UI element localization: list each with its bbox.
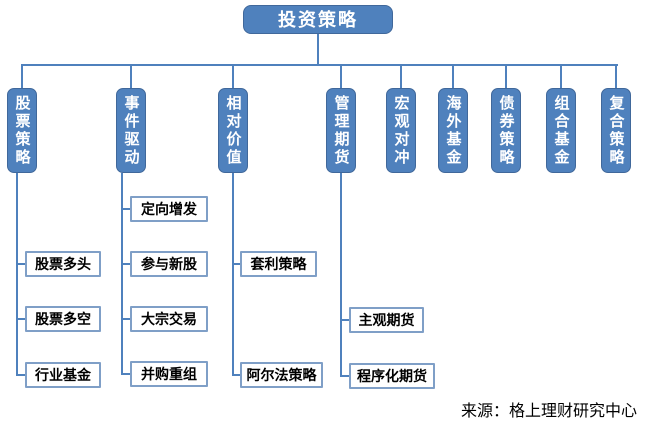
connector-elbow-col2-r2	[121, 263, 131, 265]
connector-elbow-col2-r4	[121, 373, 131, 375]
category-node-fund-of-funds: 组合基金	[546, 88, 576, 173]
connector-stub-col1	[21, 64, 23, 88]
leaf-node-private-placement: 定向增发	[130, 196, 208, 222]
leaf-node-merger-restructuring: 并购重组	[130, 361, 208, 387]
connector-trunk-col3	[232, 173, 234, 376]
root-node-investment-strategy: 投资策略	[243, 5, 393, 34]
category-node-managed-futures: 管理期货	[326, 88, 356, 173]
connector-elbow-col1-r1	[16, 263, 26, 265]
connector-trunk-col2	[121, 173, 123, 374]
category-node-bond-strategy: 债券策略	[491, 88, 521, 173]
connector-stub-col5	[400, 64, 402, 88]
connector-bus	[22, 64, 618, 66]
leaf-node-programmatic-futures: 程序化期货	[349, 363, 435, 389]
leaf-node-discretionary-futures: 主观期货	[349, 307, 424, 333]
connector-elbow-col4-r2	[340, 375, 350, 377]
leaf-node-block-trading: 大宗交易	[130, 306, 208, 332]
connector-stub-col6	[452, 64, 454, 88]
connector-stub-col4	[340, 64, 342, 88]
leaf-node-stock-long: 股票多头	[25, 251, 101, 277]
connector-stub-col8	[560, 64, 562, 88]
connector-elbow-col3-r2	[232, 374, 241, 376]
connector-stub-col3	[232, 64, 234, 88]
leaf-node-ipo-participation: 参与新股	[130, 251, 208, 277]
leaf-node-alpha-strategy: 阿尔法策略	[240, 362, 323, 388]
category-node-relative-value: 相对价值	[218, 88, 248, 173]
connector-elbow-col1-r3	[16, 374, 26, 376]
category-node-composite: 复合策略	[601, 88, 631, 173]
connector-stub-col9	[615, 64, 617, 88]
leaf-node-arbitrage-strategy: 套利策略	[240, 251, 317, 277]
connector-trunk-col1	[16, 173, 18, 376]
connector-elbow-col2-r3	[121, 318, 131, 320]
connector-elbow-col4-r1	[340, 319, 350, 321]
connector-elbow-col3-r1	[232, 263, 241, 265]
category-node-stock-strategy: 股票策略	[7, 88, 37, 173]
connector-stub-col7	[505, 64, 507, 88]
category-node-overseas-funds: 海外基金	[438, 88, 468, 173]
connector-stub-col2	[130, 64, 132, 88]
leaf-node-stock-long-short: 股票多空	[25, 306, 101, 332]
connector-trunk-col4	[340, 173, 342, 377]
connector-elbow-col2-r1	[121, 208, 131, 210]
category-node-event-driven: 事件驱动	[116, 88, 146, 173]
source-caption: 来源：格上理财研究中心	[461, 403, 638, 420]
connector-elbow-col1-r2	[16, 318, 26, 320]
leaf-node-sector-fund: 行业基金	[25, 362, 101, 388]
connector-root-stem	[317, 34, 319, 64]
category-node-macro-hedge: 宏观对冲	[386, 88, 416, 173]
